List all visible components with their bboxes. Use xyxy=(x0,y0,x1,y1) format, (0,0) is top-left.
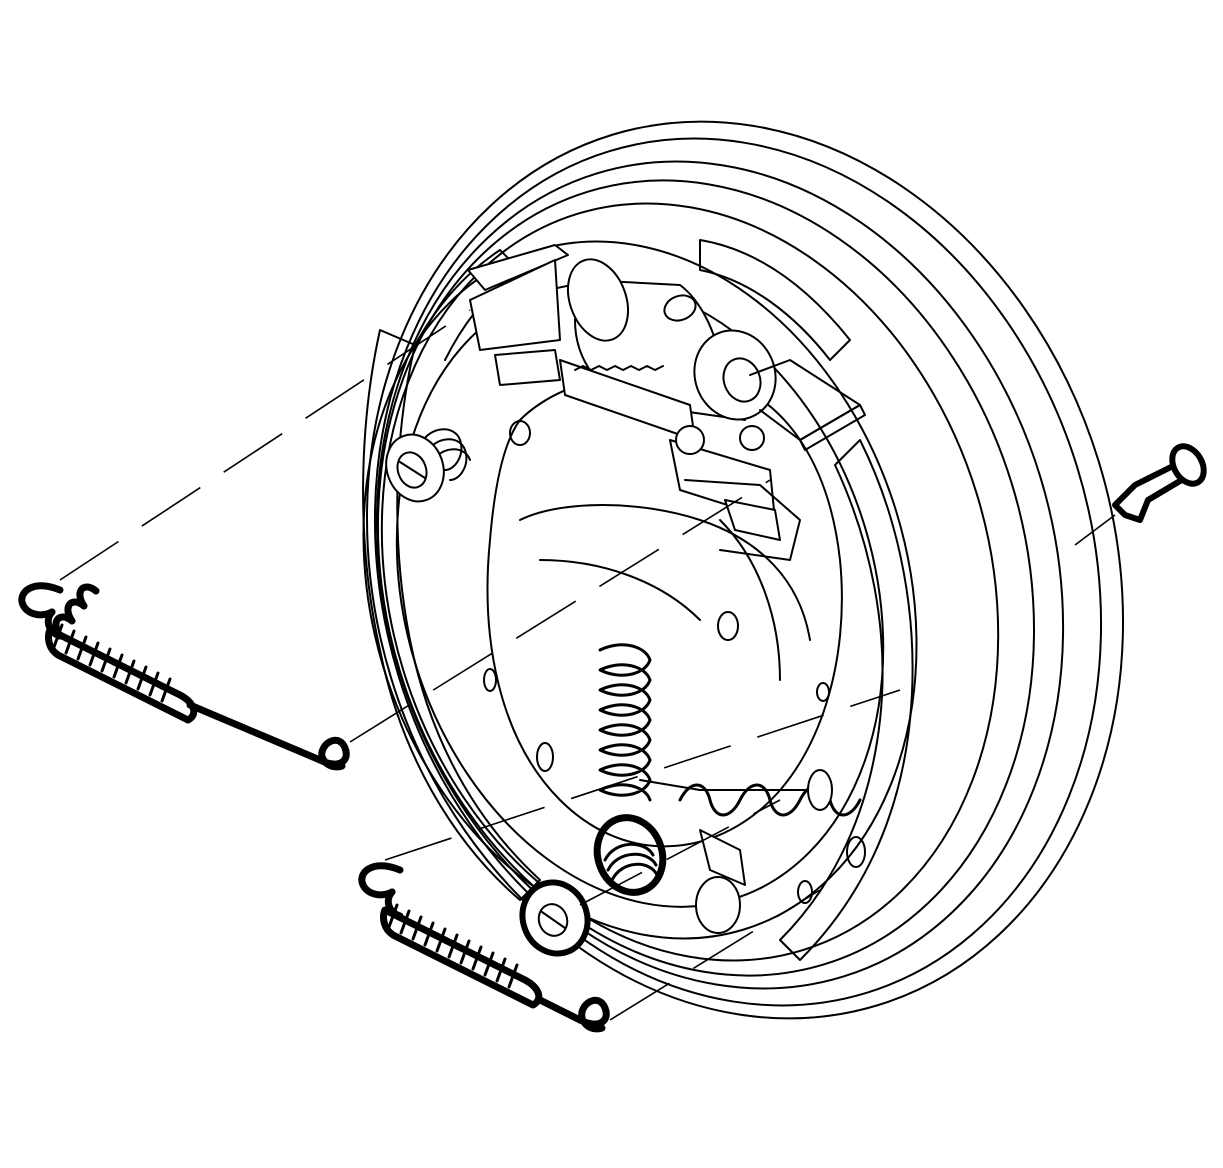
leader-lines xyxy=(59,309,1116,1021)
shoe-anchor-plates xyxy=(467,244,569,386)
brake-drum xyxy=(365,120,1125,1020)
hold-down-spring xyxy=(593,814,667,896)
adjuster-mechanism xyxy=(559,359,801,561)
installed-springs xyxy=(598,643,862,934)
hold-down-pin xyxy=(1112,443,1207,523)
upper-return-spring-coil xyxy=(44,623,198,724)
upper-return-spring xyxy=(18,582,350,771)
brake-shoe-leading xyxy=(362,249,541,901)
hold-down-cup xyxy=(519,879,591,957)
brake-shoe-trailing xyxy=(699,239,914,961)
wheel-cylinder xyxy=(567,258,866,451)
lower-return-spring xyxy=(358,862,610,1033)
installed-hold-down-spring xyxy=(385,428,471,503)
lower-return-spring-coil xyxy=(379,903,543,1009)
